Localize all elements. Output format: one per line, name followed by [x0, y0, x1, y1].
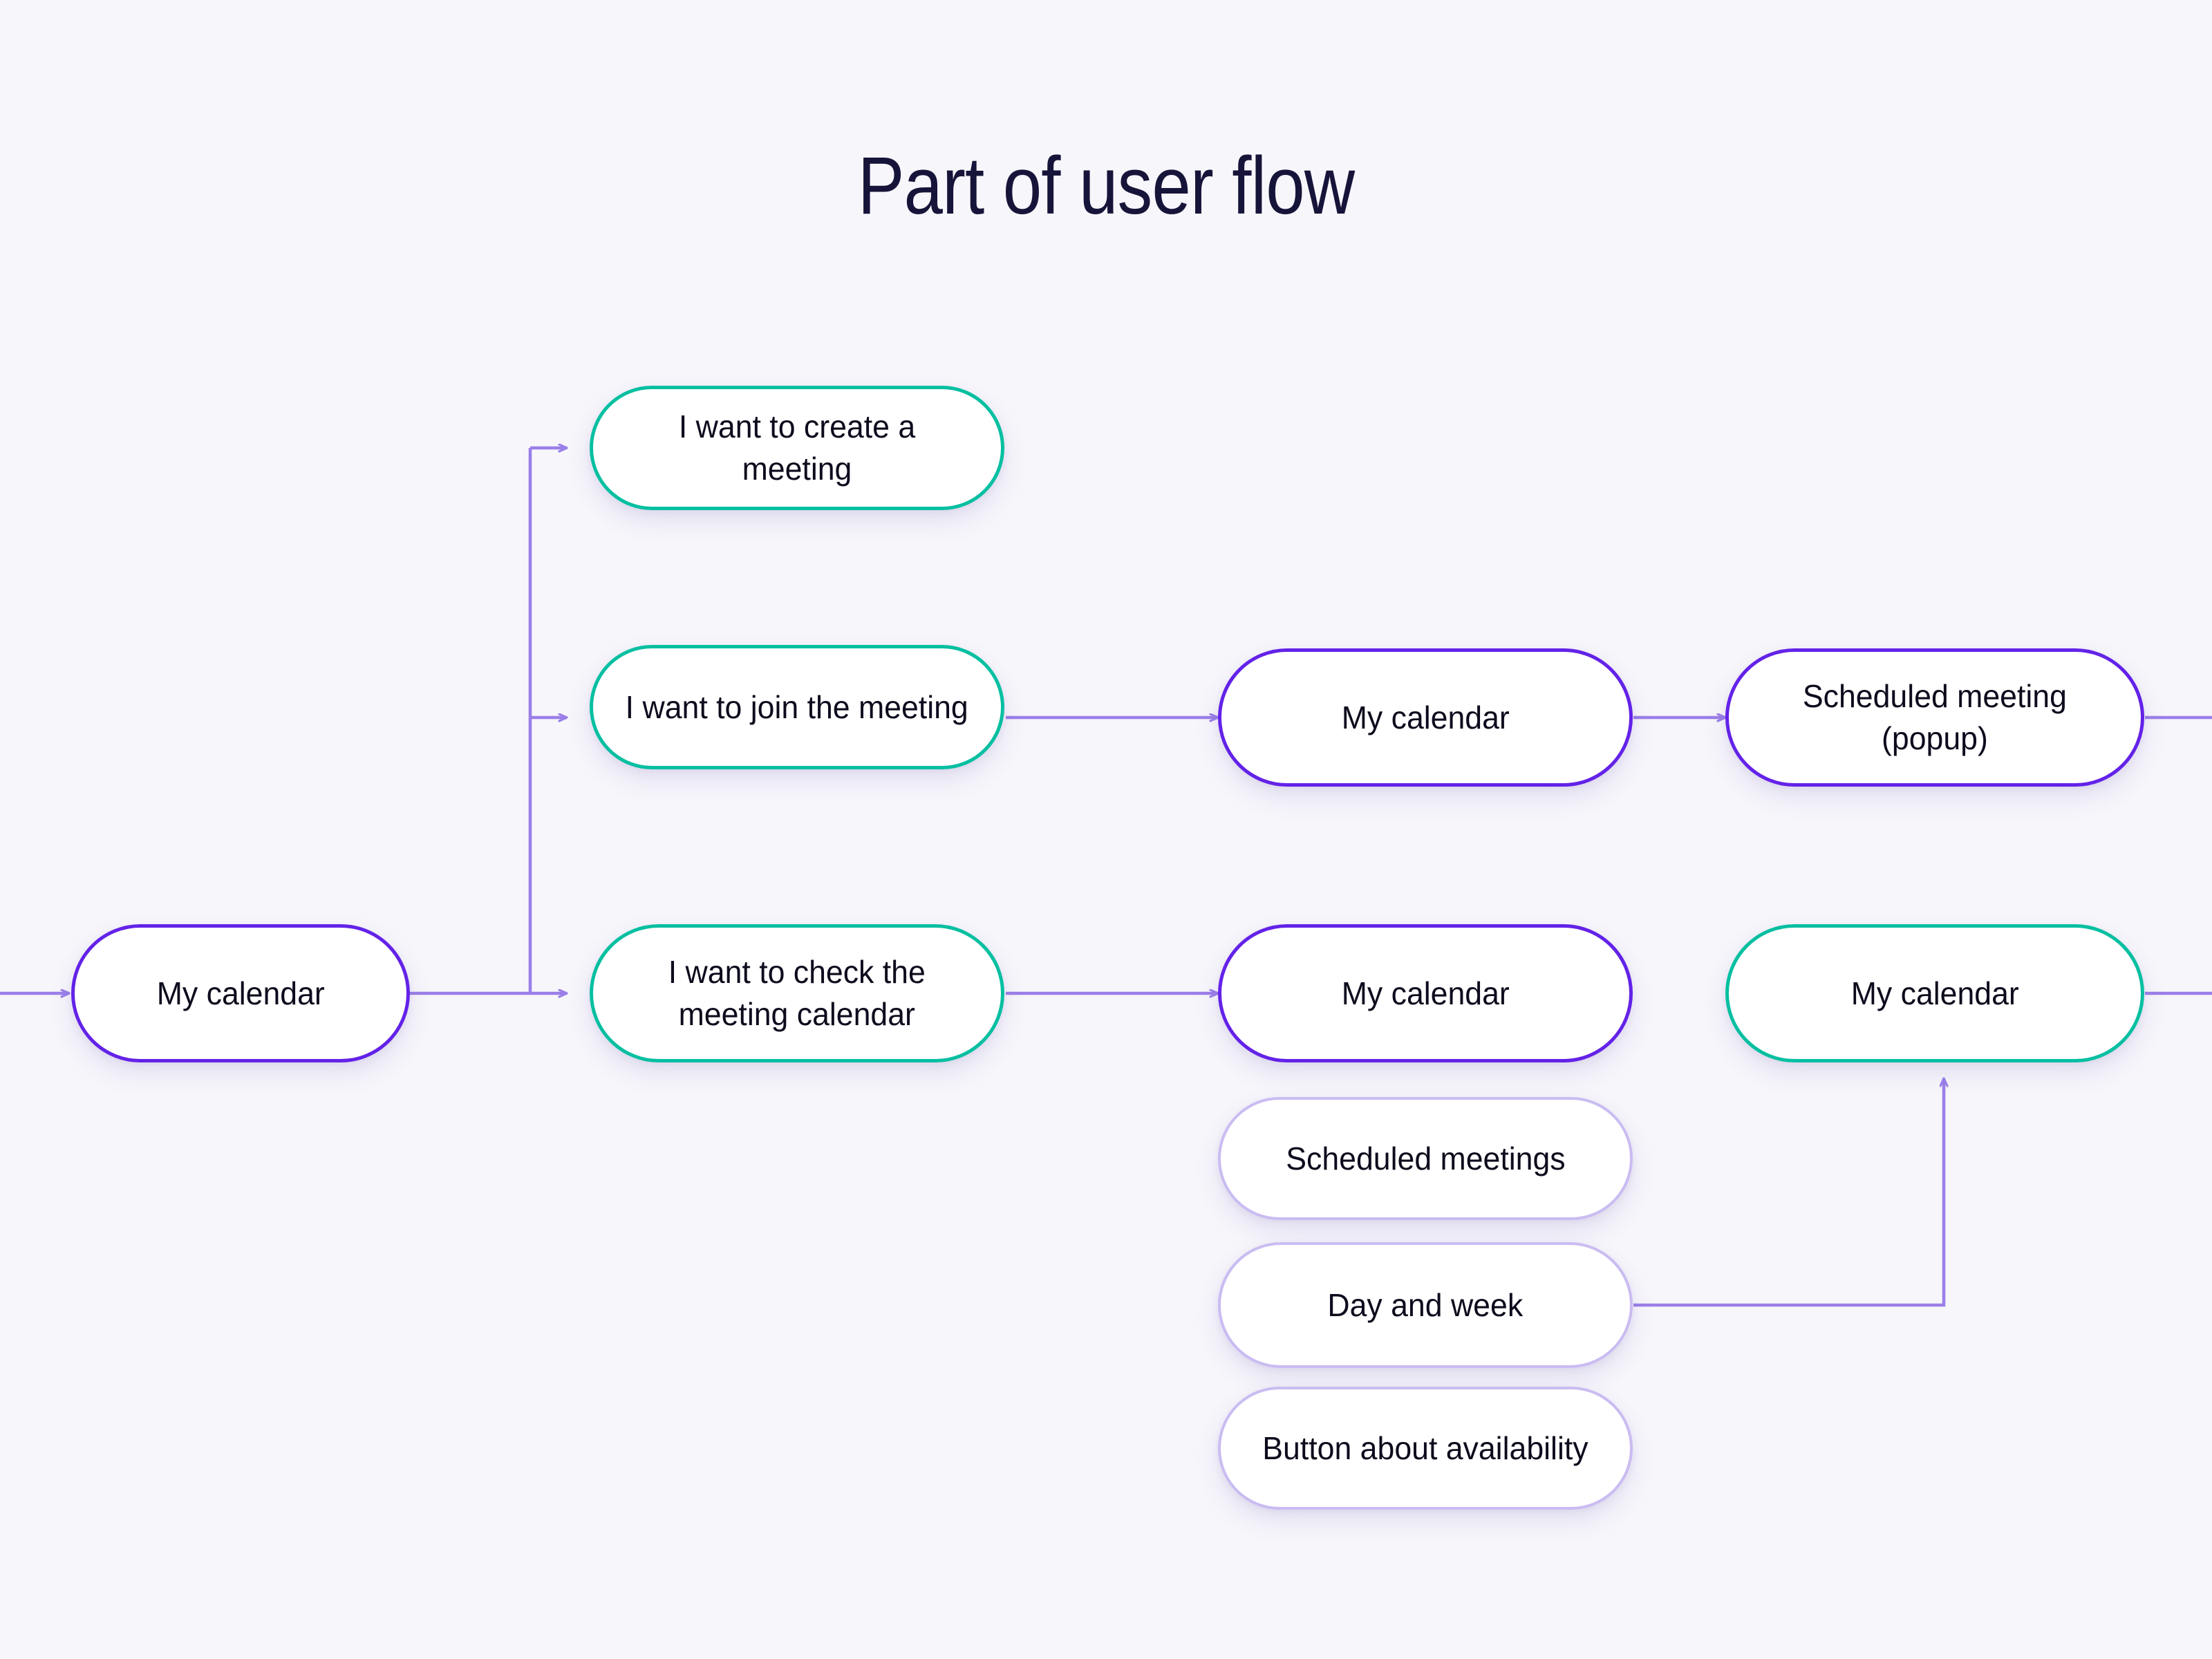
node-check-meeting-calendar[interactable]: I want to check the meeting calendar	[590, 924, 1004, 1062]
node-day-and-week[interactable]: Day and week	[1218, 1242, 1633, 1368]
node-label: I want to join the meeting	[625, 688, 969, 725]
node-label: My calendar	[1341, 699, 1510, 735]
node-create-meeting[interactable]: I want to create a meeting	[590, 386, 1004, 510]
node-label: My calendar	[1850, 975, 2019, 1011]
node-label: My calendar	[1341, 975, 1510, 1011]
node-label: I want to create a meeting	[678, 409, 916, 487]
node-label: Scheduled meeting (popup)	[1802, 678, 2068, 756]
node-my-calendar-join[interactable]: My calendar	[1218, 648, 1633, 787]
node-label: Button about availability	[1262, 1430, 1588, 1466]
node-my-calendar-right[interactable]: My calendar	[1725, 924, 2144, 1062]
node-label: Scheduled meetings	[1285, 1140, 1566, 1177]
node-my-calendar-root[interactable]: My calendar	[71, 924, 410, 1062]
node-label: My calendar	[156, 975, 325, 1011]
node-scheduled-meeting-popup[interactable]: Scheduled meeting (popup)	[1725, 648, 2144, 787]
node-label: Day and week	[1327, 1286, 1524, 1323]
page-title: Part of user flow	[857, 140, 1355, 232]
edge-dayweek-mycalright	[1633, 1078, 1944, 1307]
node-join-meeting[interactable]: I want to join the meeting	[590, 645, 1004, 769]
node-scheduled-meetings[interactable]: Scheduled meetings	[1218, 1097, 1633, 1220]
node-button-about-availability[interactable]: Button about availability	[1218, 1387, 1633, 1510]
node-label: I want to check the meeting calendar	[668, 954, 926, 1032]
node-my-calendar-check[interactable]: My calendar	[1218, 924, 1633, 1062]
